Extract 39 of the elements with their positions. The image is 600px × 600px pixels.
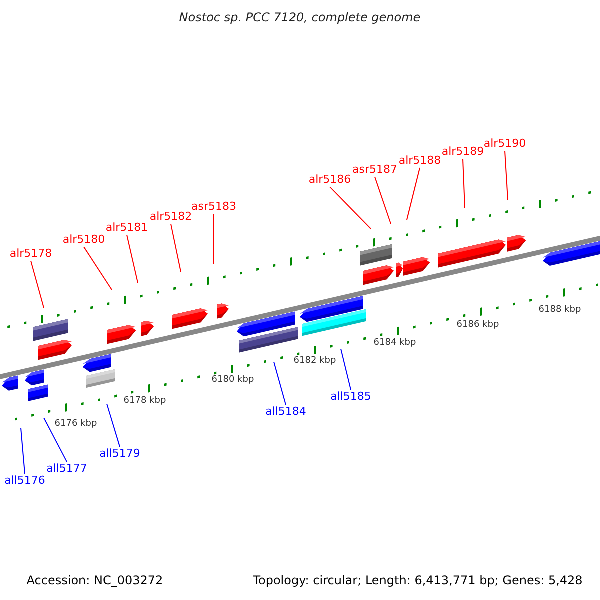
gene-label: all5184 — [266, 406, 306, 418]
gene-label: asr5183 — [192, 200, 236, 214]
leader-line — [126, 234, 138, 284]
gene-label: alr5190 — [484, 138, 526, 150]
gene-label: alr5186 — [308, 174, 352, 186]
scale-label: 6188 kbp — [538, 306, 582, 316]
scale-label: 6178 kbp — [124, 397, 166, 407]
gene-label: asr5187 — [352, 164, 398, 176]
scale-label: 6184 kbp — [374, 339, 416, 349]
leader-line — [274, 362, 286, 406]
gene-label: alr5181 — [106, 222, 148, 234]
gene-label: alr5189 — [442, 146, 484, 158]
gene-label: alr5178 — [10, 248, 52, 260]
gene-label: alr5188 — [398, 154, 442, 168]
leader-line — [330, 186, 372, 230]
gene-label: all5176 — [4, 474, 46, 488]
leader-line — [170, 224, 182, 272]
leader-line — [374, 176, 392, 224]
leader-line — [30, 260, 44, 308]
genome-stats-text: Topology: circular; Length: 6,413,771 bp; Genes: 5,428 — [253, 574, 583, 588]
leader-line — [406, 168, 420, 220]
leader-line — [44, 418, 68, 462]
scale-label: 6176 kbp — [54, 420, 98, 430]
leader-line — [106, 404, 120, 448]
gene-label: all5179 — [100, 448, 140, 460]
gene-label: alr5182 — [150, 210, 192, 224]
leader-line — [462, 158, 466, 208]
scale-label: 6186 kbp — [456, 321, 500, 331]
scale-label: 6182 kbp — [294, 357, 336, 367]
leader-line — [340, 348, 352, 390]
accession-text: Accession: NC_003272 — [26, 574, 164, 588]
gene-label: all5177 — [46, 462, 88, 476]
gene-label: alr5180 — [62, 234, 106, 246]
leader-line — [504, 150, 508, 200]
leader-line — [20, 428, 26, 474]
leader-line — [84, 246, 112, 290]
map-title: Nostoc sp. PCC 7120, complete genome — [179, 11, 421, 25]
scale-label: 6180 kbp — [212, 376, 254, 386]
gene-label: all5185 — [330, 390, 372, 404]
